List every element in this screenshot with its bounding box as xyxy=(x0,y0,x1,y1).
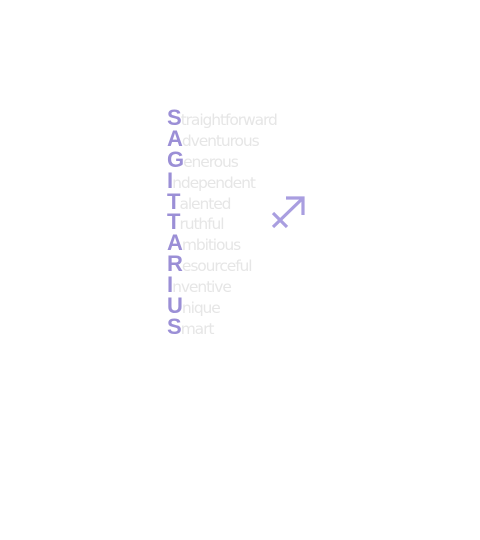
row-rest: esourceful xyxy=(181,257,253,276)
row-initial: I xyxy=(167,272,173,298)
row-rest: ndependent xyxy=(172,173,256,192)
row-initial: A xyxy=(167,230,183,256)
row-rest: traightforward xyxy=(180,111,278,129)
row-rest: ruthful xyxy=(179,215,224,234)
row-initial: S xyxy=(167,105,182,130)
row-initial: T xyxy=(167,209,180,235)
row-rest: dventurous xyxy=(181,131,260,150)
row-initial: G xyxy=(167,146,184,172)
row-initial: I xyxy=(167,167,173,193)
row-rest: alented xyxy=(179,194,231,213)
row-initial: S xyxy=(167,313,182,339)
row-rest: mart xyxy=(180,319,215,338)
row-initial: R xyxy=(167,251,183,277)
row-initial: U xyxy=(167,293,183,319)
sagittarius-icon xyxy=(271,196,305,229)
row-initial: A xyxy=(167,125,183,151)
row-rest: enerous xyxy=(183,152,239,171)
row-rest: nventive xyxy=(172,278,232,297)
row-rest: nique xyxy=(181,299,221,318)
row-rest: mbitious xyxy=(181,236,241,255)
row-initial: T xyxy=(167,188,180,214)
